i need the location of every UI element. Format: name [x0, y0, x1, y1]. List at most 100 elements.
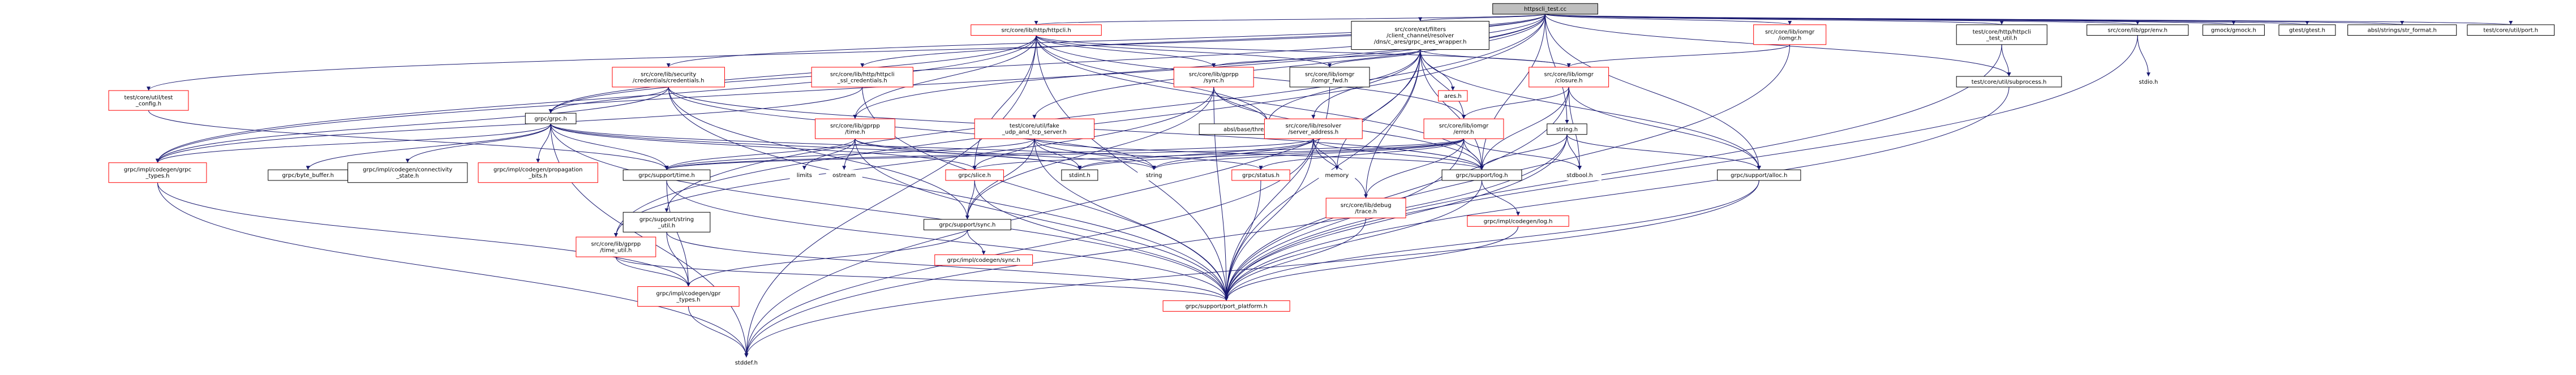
node-sec_cred[interactable]: src/core/lib/security/credentials/creden…: [612, 67, 725, 88]
node-box-closure: [1529, 67, 1609, 88]
node-grpc_h[interactable]: grpc/grpc.h: [525, 113, 577, 124]
edge-fake_resolver-to-iomgr_fwd: [1328, 49, 1421, 68]
node-box-root: [1492, 3, 1598, 15]
node-connectivity[interactable]: grpc/impl/codegen/connectivity_state.h: [347, 162, 468, 183]
edge-gprpp_sync-to-time_util: [613, 87, 1214, 238]
node-gprenv[interactable]: src/core/lib/gpr/env.h: [2086, 24, 2189, 36]
node-box-codegen_sync: [934, 254, 1033, 266]
edge-root-to-sec_cred: [666, 14, 1546, 68]
node-label-test_config: test/core/util/test: [124, 95, 173, 101]
edge-httph-to-slice: [972, 35, 1037, 170]
node-box-support_time: [622, 169, 711, 181]
node-support_sync[interactable]: grpc/support/sync.h: [924, 219, 1011, 231]
edge-closure-to-support_alloc: [1568, 87, 1761, 170]
node-time_util[interactable]: src/core/lib/gprpp/time_util.h: [576, 236, 656, 257]
node-port_platform[interactable]: grpc/support/port_platform.h: [1162, 300, 1290, 312]
edge-support_alloc-to-stddef: [744, 180, 1759, 357]
edge-gprpp_sync-to-port_platform: [1213, 87, 1229, 301]
node-box-strformat: [2347, 24, 2457, 36]
edge-closure-to-iomgr_error: [1462, 87, 1569, 119]
node-string_util[interactable]: grpc/support/string_util.h: [622, 212, 711, 232]
node-root[interactable]: httpscli_test.cc: [1492, 3, 1598, 15]
node-byte_buffer[interactable]: grpc/byte_buffer.h: [268, 169, 349, 181]
node-label-iomgr_fwd: /iomgr_fwd.h: [1311, 77, 1348, 84]
node-box-stdbool: [1557, 170, 1602, 180]
node-grpc_types[interactable]: grpc/impl/codegen/grpc_types.h: [108, 162, 207, 183]
node-support_log[interactable]: grpc/support/log.h: [1441, 169, 1522, 181]
node-label-closure: src/core/lib/iomgr: [1544, 71, 1594, 77]
node-box-support_sync: [924, 219, 1011, 231]
node-httph[interactable]: src/core/lib/http/httpcli.h: [971, 24, 1102, 36]
node-test_config[interactable]: test/core/util/test_config.h: [108, 90, 189, 111]
node-server_addr[interactable]: src/core/lib/resolver/server_address.h: [1264, 118, 1363, 139]
edge-httph-to-thread_ann: [1036, 35, 1270, 124]
edge-iomgr_error-to-stdbool: [1463, 139, 1582, 170]
edge-support_time-to-gpr_types: [666, 180, 690, 287]
node-label-string_util: grpc/support/string: [639, 217, 694, 223]
edge-root-to-httpcli_ssl: [860, 14, 1546, 67]
nodes-layer: httpscli_test.cc src/core/lib/http/httpcl…: [108, 3, 2555, 368]
node-label-connectivity: _state.h: [396, 173, 419, 179]
node-debug_trace[interactable]: src/core/lib/debug/trace.h: [1325, 197, 1406, 218]
node-stdbool: stdbool.h: [1557, 170, 1602, 180]
node-label-time_util: /time_util.h: [600, 248, 632, 254]
node-fake_udp[interactable]: test/core/util/fake_udp_and_tcp_server.h: [974, 118, 1094, 139]
node-iomgr_error[interactable]: src/core/lib/iomgr/error.h: [1423, 118, 1504, 139]
node-box-server_addr: [1264, 118, 1363, 139]
node-iomgr_fwd[interactable]: src/core/lib/iomgr/iomgr_fwd.h: [1289, 67, 1370, 88]
node-gtest[interactable]: gtest/gtest.h: [2278, 24, 2336, 36]
edge-time_util-to-port_platform: [615, 256, 1229, 301]
node-gmock[interactable]: gmock/gmock.h: [2203, 24, 2265, 36]
node-box-codegen_log: [1467, 215, 1569, 227]
node-label-string: string: [1146, 173, 1162, 179]
node-label-closure: /closure.h: [1555, 77, 1583, 84]
edge-iomgr_error-to-slice: [972, 138, 1465, 170]
node-box-status: [1231, 169, 1290, 181]
node-closure[interactable]: src/core/lib/iomgr/closure.h: [1529, 67, 1609, 88]
node-propagation[interactable]: grpc/impl/codegen/propagation_bits.h: [478, 162, 598, 183]
node-codegen_log[interactable]: grpc/impl/codegen/log.h: [1467, 215, 1569, 227]
node-fake_resolver[interactable]: src/core/ext/filters/client_channel/reso…: [1351, 21, 1489, 50]
edge-gpr_types-to-stddef: [688, 306, 749, 357]
node-stdint[interactable]: stdint.h: [1061, 169, 1098, 181]
node-box-iomgr_fwd: [1289, 67, 1370, 88]
node-support_time[interactable]: grpc/support/time.h: [622, 169, 711, 181]
node-label-server_addr: src/core/lib/resolver: [1286, 123, 1342, 130]
node-string_h[interactable]: string.h: [1547, 123, 1587, 135]
node-slice[interactable]: grpc/slice.h: [945, 169, 1004, 181]
node-label-iomgr_h: src/core/lib/iomgr: [1765, 29, 1815, 35]
edge-httph-to-grpc_h: [548, 35, 1037, 114]
edge-support_log-to-port_platform: [1224, 180, 1483, 301]
edge-iomgr_error-to-debug_trace: [1364, 139, 1465, 199]
node-box-ares: [1438, 90, 1468, 102]
node-label-status: grpc/status.h: [1242, 173, 1280, 179]
edge-gprpp_sync-to-thread_ann: [1213, 87, 1270, 124]
node-box-string: [1137, 170, 1170, 180]
node-label-debug_trace: src/core/lib/debug: [1341, 202, 1392, 209]
edge-test_config-to-support_time: [148, 110, 669, 170]
edge-server_addr-to-string: [1152, 139, 1314, 170]
edge-gprpp_time-to-support_time: [664, 139, 856, 170]
edge-root-to-subprocess: [1545, 14, 2011, 77]
node-httpcli_ssl[interactable]: src/core/lib/http/httpcli_ssl_credential…: [811, 67, 913, 88]
node-gprpp_time[interactable]: src/core/lib/gprpp/time.h: [815, 118, 895, 139]
node-support_alloc[interactable]: grpc/support/alloc.h: [1717, 169, 1801, 181]
edge-iomgr_h-to-closure: [1566, 44, 1791, 68]
edge-slice-to-support_sync: [965, 180, 975, 219]
node-port[interactable]: test/core/util/port.h: [2467, 24, 2555, 36]
node-strformat[interactable]: absl/strings/str_format.h: [2347, 24, 2457, 36]
node-box-port: [2467, 24, 2555, 36]
node-gpr_types[interactable]: grpc/impl/codegen/gpr_types.h: [637, 286, 740, 307]
node-label-test_config: _config.h: [135, 101, 161, 107]
node-status[interactable]: grpc/status.h: [1231, 169, 1290, 181]
edge-grpc_h-to-grpc_types: [156, 123, 551, 163]
node-test_httpcli[interactable]: test/core/http/httpcli_test_util.h: [1956, 24, 2047, 45]
edge-fake_udp-to-slice: [972, 139, 1035, 170]
node-iomgr_h[interactable]: src/core/lib/iomgr/iomgr.h: [1753, 24, 1827, 45]
node-box-stddef: [724, 357, 768, 368]
node-codegen_sync[interactable]: grpc/impl/codegen/sync.h: [934, 254, 1033, 266]
node-subprocess[interactable]: test/core/util/subprocess.h: [1956, 76, 2062, 88]
node-gprpp_sync[interactable]: src/core/lib/gprpp/sync.h: [1173, 67, 1254, 88]
node-ares[interactable]: ares.h: [1438, 90, 1468, 102]
edge-grpc_h-to-port_platform: [550, 123, 1229, 301]
